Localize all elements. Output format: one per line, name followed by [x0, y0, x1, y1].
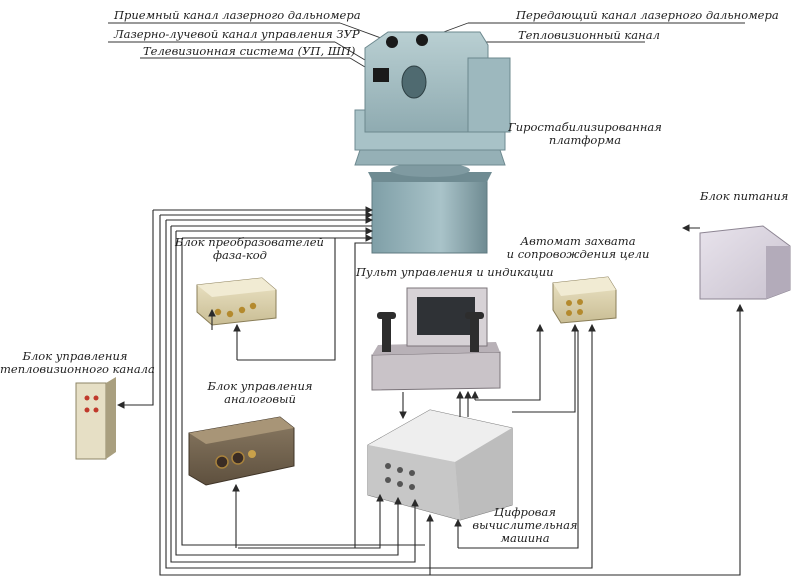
label-control-panel: Пульт управления и индикации	[356, 265, 554, 279]
label-phase-code-line1: Блок преобразователей	[175, 235, 324, 249]
phase-code-converter-device	[196, 277, 277, 326]
control-panel-device	[371, 287, 501, 391]
label-thermal-control: Блок управления тепловизионного канала	[0, 349, 155, 376]
thermal-lens	[401, 65, 427, 99]
gyro-platform-device	[354, 31, 511, 254]
label-gyro-platform: Гиростабилизированная платформа	[505, 121, 665, 147]
label-analog-control: Блок управления аналоговый	[200, 380, 320, 406]
label-thermal-control-line2: тепловизионного канала	[0, 362, 155, 376]
receiving-lens	[386, 36, 398, 48]
label-analog-control-line1: Блок управления	[207, 379, 313, 393]
label-power-supply: Блок питания	[700, 189, 789, 203]
label-tv-system: Телевизионная система (УП, ШП)	[143, 44, 356, 58]
label-computer-line3: машина	[500, 531, 550, 545]
label-thermal-control-line1: Блок управления	[22, 349, 128, 363]
label-phase-code: Блок преобразователей фаза-код	[175, 235, 324, 262]
label-thermal-channel: Тепловизионный канал	[518, 28, 660, 42]
label-gyro-platform-line1: Гиростабилизированная	[508, 120, 662, 134]
label-tracker-line2: и сопровождения цели	[506, 247, 650, 261]
tracker-device	[552, 276, 617, 324]
computer-device	[367, 409, 513, 521]
label-receiving-channel: Приемный канал лазерного дальномера	[114, 8, 361, 22]
label-tracker: Автомат захвата и сопровождения цели	[503, 235, 653, 261]
transmitting-lens	[416, 34, 428, 46]
label-laser-beam-channel: Лазерно-лучевой канал управления ЗУР	[114, 27, 360, 41]
label-transmitting-channel: Передающий канал лазерного дальномера	[516, 8, 779, 22]
connection-lines	[116, 206, 744, 576]
label-analog-control-line2: аналоговый	[224, 392, 296, 406]
callout-leaders	[108, 22, 745, 77]
label-tracker-line1: Автомат захвата	[520, 234, 636, 248]
analog-control-device	[188, 416, 295, 486]
label-computer: Цифровая вычислительная машина	[470, 506, 580, 545]
power-supply-device	[699, 225, 791, 300]
thermal-control-device	[75, 377, 116, 460]
label-gyro-platform-line2: платформа	[548, 133, 622, 147]
label-computer-line2: вычислительная	[472, 518, 578, 532]
tv-camera-window	[373, 68, 389, 82]
label-computer-line1: Цифровая	[494, 505, 556, 519]
label-phase-code-line2: фаза-код	[213, 248, 267, 262]
